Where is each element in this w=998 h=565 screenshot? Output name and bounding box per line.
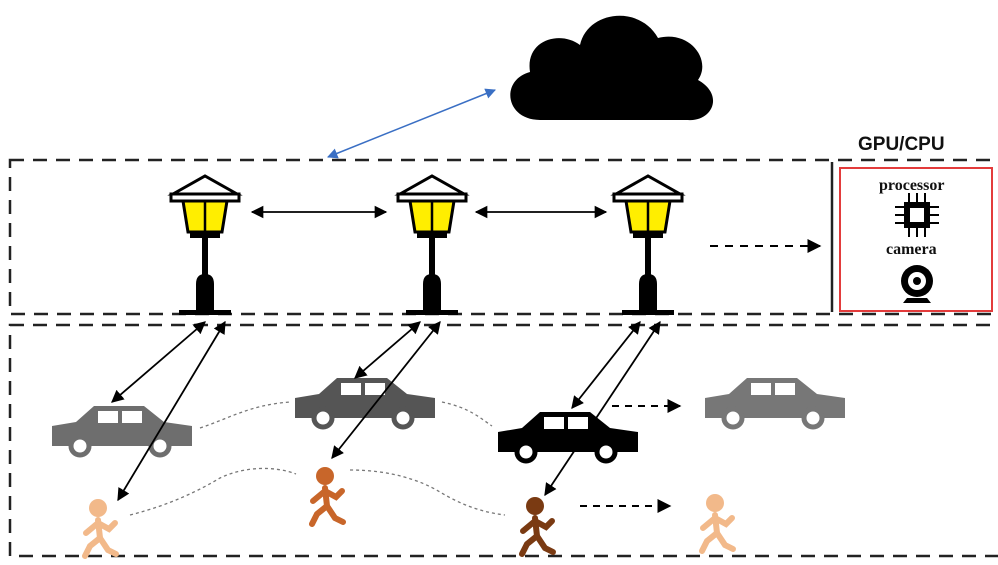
lamp-pedestrian-link bbox=[331, 321, 441, 459]
lamp-network-zone bbox=[8, 158, 998, 316]
cloud-icon bbox=[510, 15, 714, 121]
webcam-icon bbox=[901, 265, 933, 303]
car-icon bbox=[705, 378, 845, 427]
lamp-vehicle-link bbox=[111, 321, 206, 403]
car-trajectory bbox=[199, 401, 291, 429]
street-lamp-icon bbox=[612, 174, 684, 317]
car-icon bbox=[295, 378, 435, 427]
pedestrian-icon bbox=[702, 494, 733, 551]
v2i-links bbox=[111, 320, 661, 502]
camera-label: camera bbox=[886, 241, 937, 258]
pedestrian-icon bbox=[522, 497, 553, 554]
street-lamp-icon bbox=[169, 174, 241, 317]
street-lamp-icon bbox=[396, 174, 468, 317]
pedestrian-icon bbox=[85, 499, 116, 556]
processor-chip-icon bbox=[895, 193, 939, 237]
pedestrian-trajectory bbox=[349, 469, 506, 516]
lamp-pedestrian-link bbox=[544, 320, 661, 497]
hardware-panel-title: GPU/CPU bbox=[858, 134, 945, 155]
road-zone bbox=[8, 323, 998, 558]
lamp-vehicle-link bbox=[354, 321, 421, 379]
lamp-vehicle-link bbox=[571, 321, 641, 409]
car-icon bbox=[498, 412, 638, 461]
processor-label: processor bbox=[879, 177, 945, 194]
lamp-pedestrian-link bbox=[117, 320, 226, 502]
pedestrian-icon bbox=[312, 467, 343, 524]
car-trajectory bbox=[441, 401, 493, 427]
cloud-link-arrow bbox=[327, 88, 496, 159]
pedestrian-trajectory bbox=[129, 467, 297, 516]
